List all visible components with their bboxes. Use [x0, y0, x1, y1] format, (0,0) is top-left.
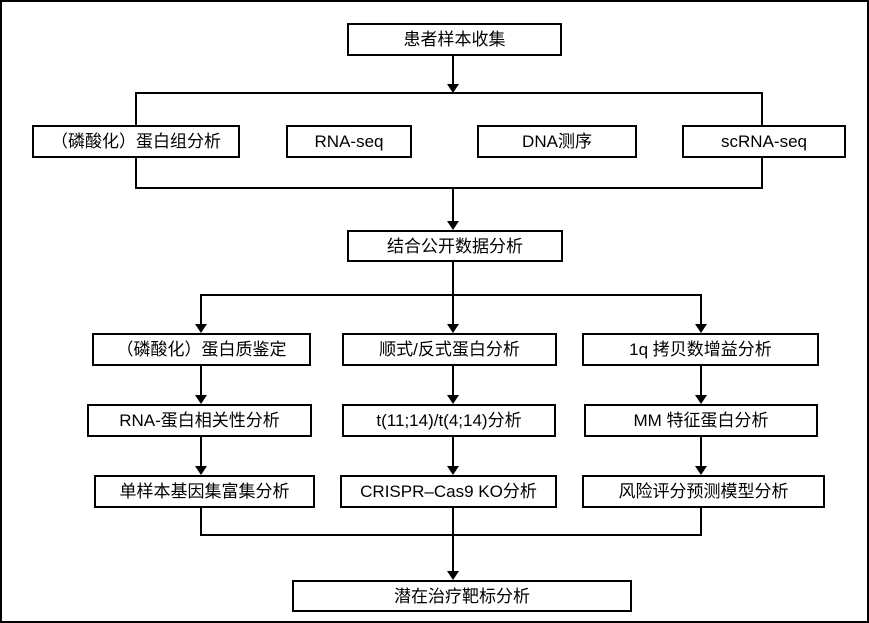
arrowhead-down-icon	[447, 221, 459, 230]
node-dna-seq: DNA测序	[477, 125, 637, 158]
edge-public-stem	[452, 188, 454, 222]
edge-target-stem	[452, 535, 454, 571]
arrowhead-down-icon	[695, 324, 707, 333]
arrowhead-down-icon	[447, 395, 459, 404]
node-ssgsea: 单样本基因集富集分析	[94, 475, 315, 508]
node-1q-copy-number-gain: 1q 拷贝数增益分析	[582, 333, 819, 366]
edge-col3-a-b	[700, 366, 702, 395]
node-sample-collection: 患者样本收集	[347, 23, 562, 56]
node-scrna-seq: scRNA-seq	[682, 125, 846, 158]
edge-col2-a-b	[452, 366, 454, 395]
edge-splitter-bar	[200, 294, 702, 296]
node-public-data-analysis: 结合公开数据分析	[347, 230, 563, 262]
arrowhead-down-icon	[447, 84, 459, 93]
edge-col2-out	[452, 508, 454, 535]
edge-bus-top	[135, 92, 763, 94]
edge-col1-out	[200, 508, 202, 535]
arrowhead-down-icon	[195, 324, 207, 333]
arrowhead-down-icon	[695, 395, 707, 404]
edge-bus-bottom	[135, 187, 763, 189]
node-cis-trans-analysis: 顺式/反式蛋白分析	[342, 333, 557, 366]
edge-col3-out	[700, 508, 702, 535]
arrowhead-down-icon	[447, 571, 459, 580]
arrowhead-down-icon	[195, 395, 207, 404]
edge-col3-in	[700, 295, 702, 324]
node-rna-protein-correlation: RNA-蛋白相关性分析	[87, 404, 312, 437]
edge-splitter-stem	[452, 262, 454, 296]
edge-col1-in	[200, 295, 202, 324]
node-risk-score-model: 风险评分预测模型分析	[582, 475, 825, 508]
edge-col2-in	[452, 295, 454, 324]
arrowhead-down-icon	[447, 466, 459, 475]
arrowhead-down-icon	[195, 466, 207, 475]
node-protein-identification: （磷酸化）蛋白质鉴定	[92, 333, 311, 366]
arrowhead-down-icon	[695, 466, 707, 475]
node-therapeutic-target: 潜在治疗靶标分析	[292, 580, 632, 612]
node-translocation-analysis: t(11;14)/t(4;14)分析	[342, 404, 556, 437]
edge-col3-b-c	[700, 437, 702, 466]
node-proteomics: （磷酸化）蛋白组分析	[32, 125, 240, 158]
edge-col1-a-b	[200, 366, 202, 395]
edge-collect-stem	[452, 56, 454, 84]
node-mm-signature-protein: MM 特征蛋白分析	[584, 404, 818, 437]
arrowhead-down-icon	[447, 324, 459, 333]
edge-merge-bar	[200, 534, 702, 536]
edge-col2-b-c	[452, 437, 454, 466]
edge-col1-b-c	[200, 437, 202, 466]
node-crispr-ko-analysis: CRISPR–Cas9 KO分析	[340, 475, 557, 508]
node-rna-seq: RNA-seq	[286, 125, 412, 158]
